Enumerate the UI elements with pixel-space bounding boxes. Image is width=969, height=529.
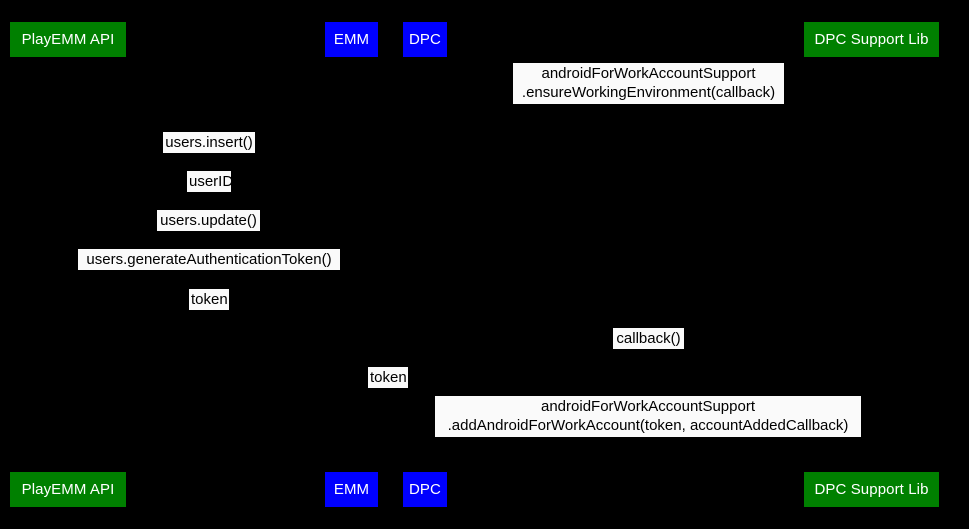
participant-emm-bottom: EMM xyxy=(325,472,378,507)
participant-label: DPC Support Lib xyxy=(814,31,929,48)
message-label-users-update: users.update() xyxy=(157,210,260,231)
message-label-token-to-dpc: token xyxy=(368,367,408,388)
message-line-1: users.generateAuthenticationToken() xyxy=(86,251,332,268)
participant-playemm-api-top: PlayEMM API xyxy=(10,22,126,57)
participant-dpc-support-lib-top: DPC Support Lib xyxy=(804,22,939,57)
participant-label: EMM xyxy=(333,31,370,48)
message-label-token-response: token xyxy=(189,289,229,310)
message-line-1: token xyxy=(370,369,407,386)
message-line-1: users.insert() xyxy=(165,134,253,151)
message-line-2: .ensureWorkingEnvironment(callback) xyxy=(521,84,776,101)
message-label-ensure-working-environment: androidForWorkAccountSupport .ensureWorki… xyxy=(513,63,784,104)
message-label-add-android-for-work-account: androidForWorkAccountSupport .addAndroidF… xyxy=(435,396,861,437)
message-label-callback: callback() xyxy=(613,328,684,349)
participant-emm-top: EMM xyxy=(325,22,378,57)
participant-label: PlayEMM API xyxy=(21,481,115,498)
message-line-2: .addAndroidForWorkAccount(token, account… xyxy=(447,417,849,434)
message-line-1: androidForWorkAccountSupport xyxy=(541,398,755,415)
message-line-1: users.update() xyxy=(160,212,257,229)
participant-dpc-support-lib-bottom: DPC Support Lib xyxy=(804,472,939,507)
participant-label: PlayEMM API xyxy=(21,31,115,48)
participant-playemm-api-bottom: PlayEMM API xyxy=(10,472,126,507)
message-label-users-insert: users.insert() xyxy=(163,132,255,153)
lifeline-dpc xyxy=(425,57,426,472)
message-line-1: callback() xyxy=(616,330,681,347)
message-line-1: userID xyxy=(189,173,234,190)
participant-label: DPC Support Lib xyxy=(814,481,929,498)
message-line-1: token xyxy=(191,291,228,308)
participant-dpc-top: DPC xyxy=(403,22,447,57)
message-label-user-id: userID xyxy=(187,171,234,192)
participant-label: DPC xyxy=(409,31,441,48)
lifeline-dpc-support-lib xyxy=(872,57,873,472)
lifeline-emm xyxy=(352,57,353,472)
participant-label: DPC xyxy=(409,481,441,498)
message-line-1: androidForWorkAccountSupport xyxy=(541,65,756,82)
message-label-users-generate-authentication-token: users.generateAuthenticationToken() xyxy=(78,249,340,270)
lifeline-playemm-api xyxy=(68,57,69,472)
participant-label: EMM xyxy=(333,481,370,498)
participant-dpc-bottom: DPC xyxy=(403,472,447,507)
